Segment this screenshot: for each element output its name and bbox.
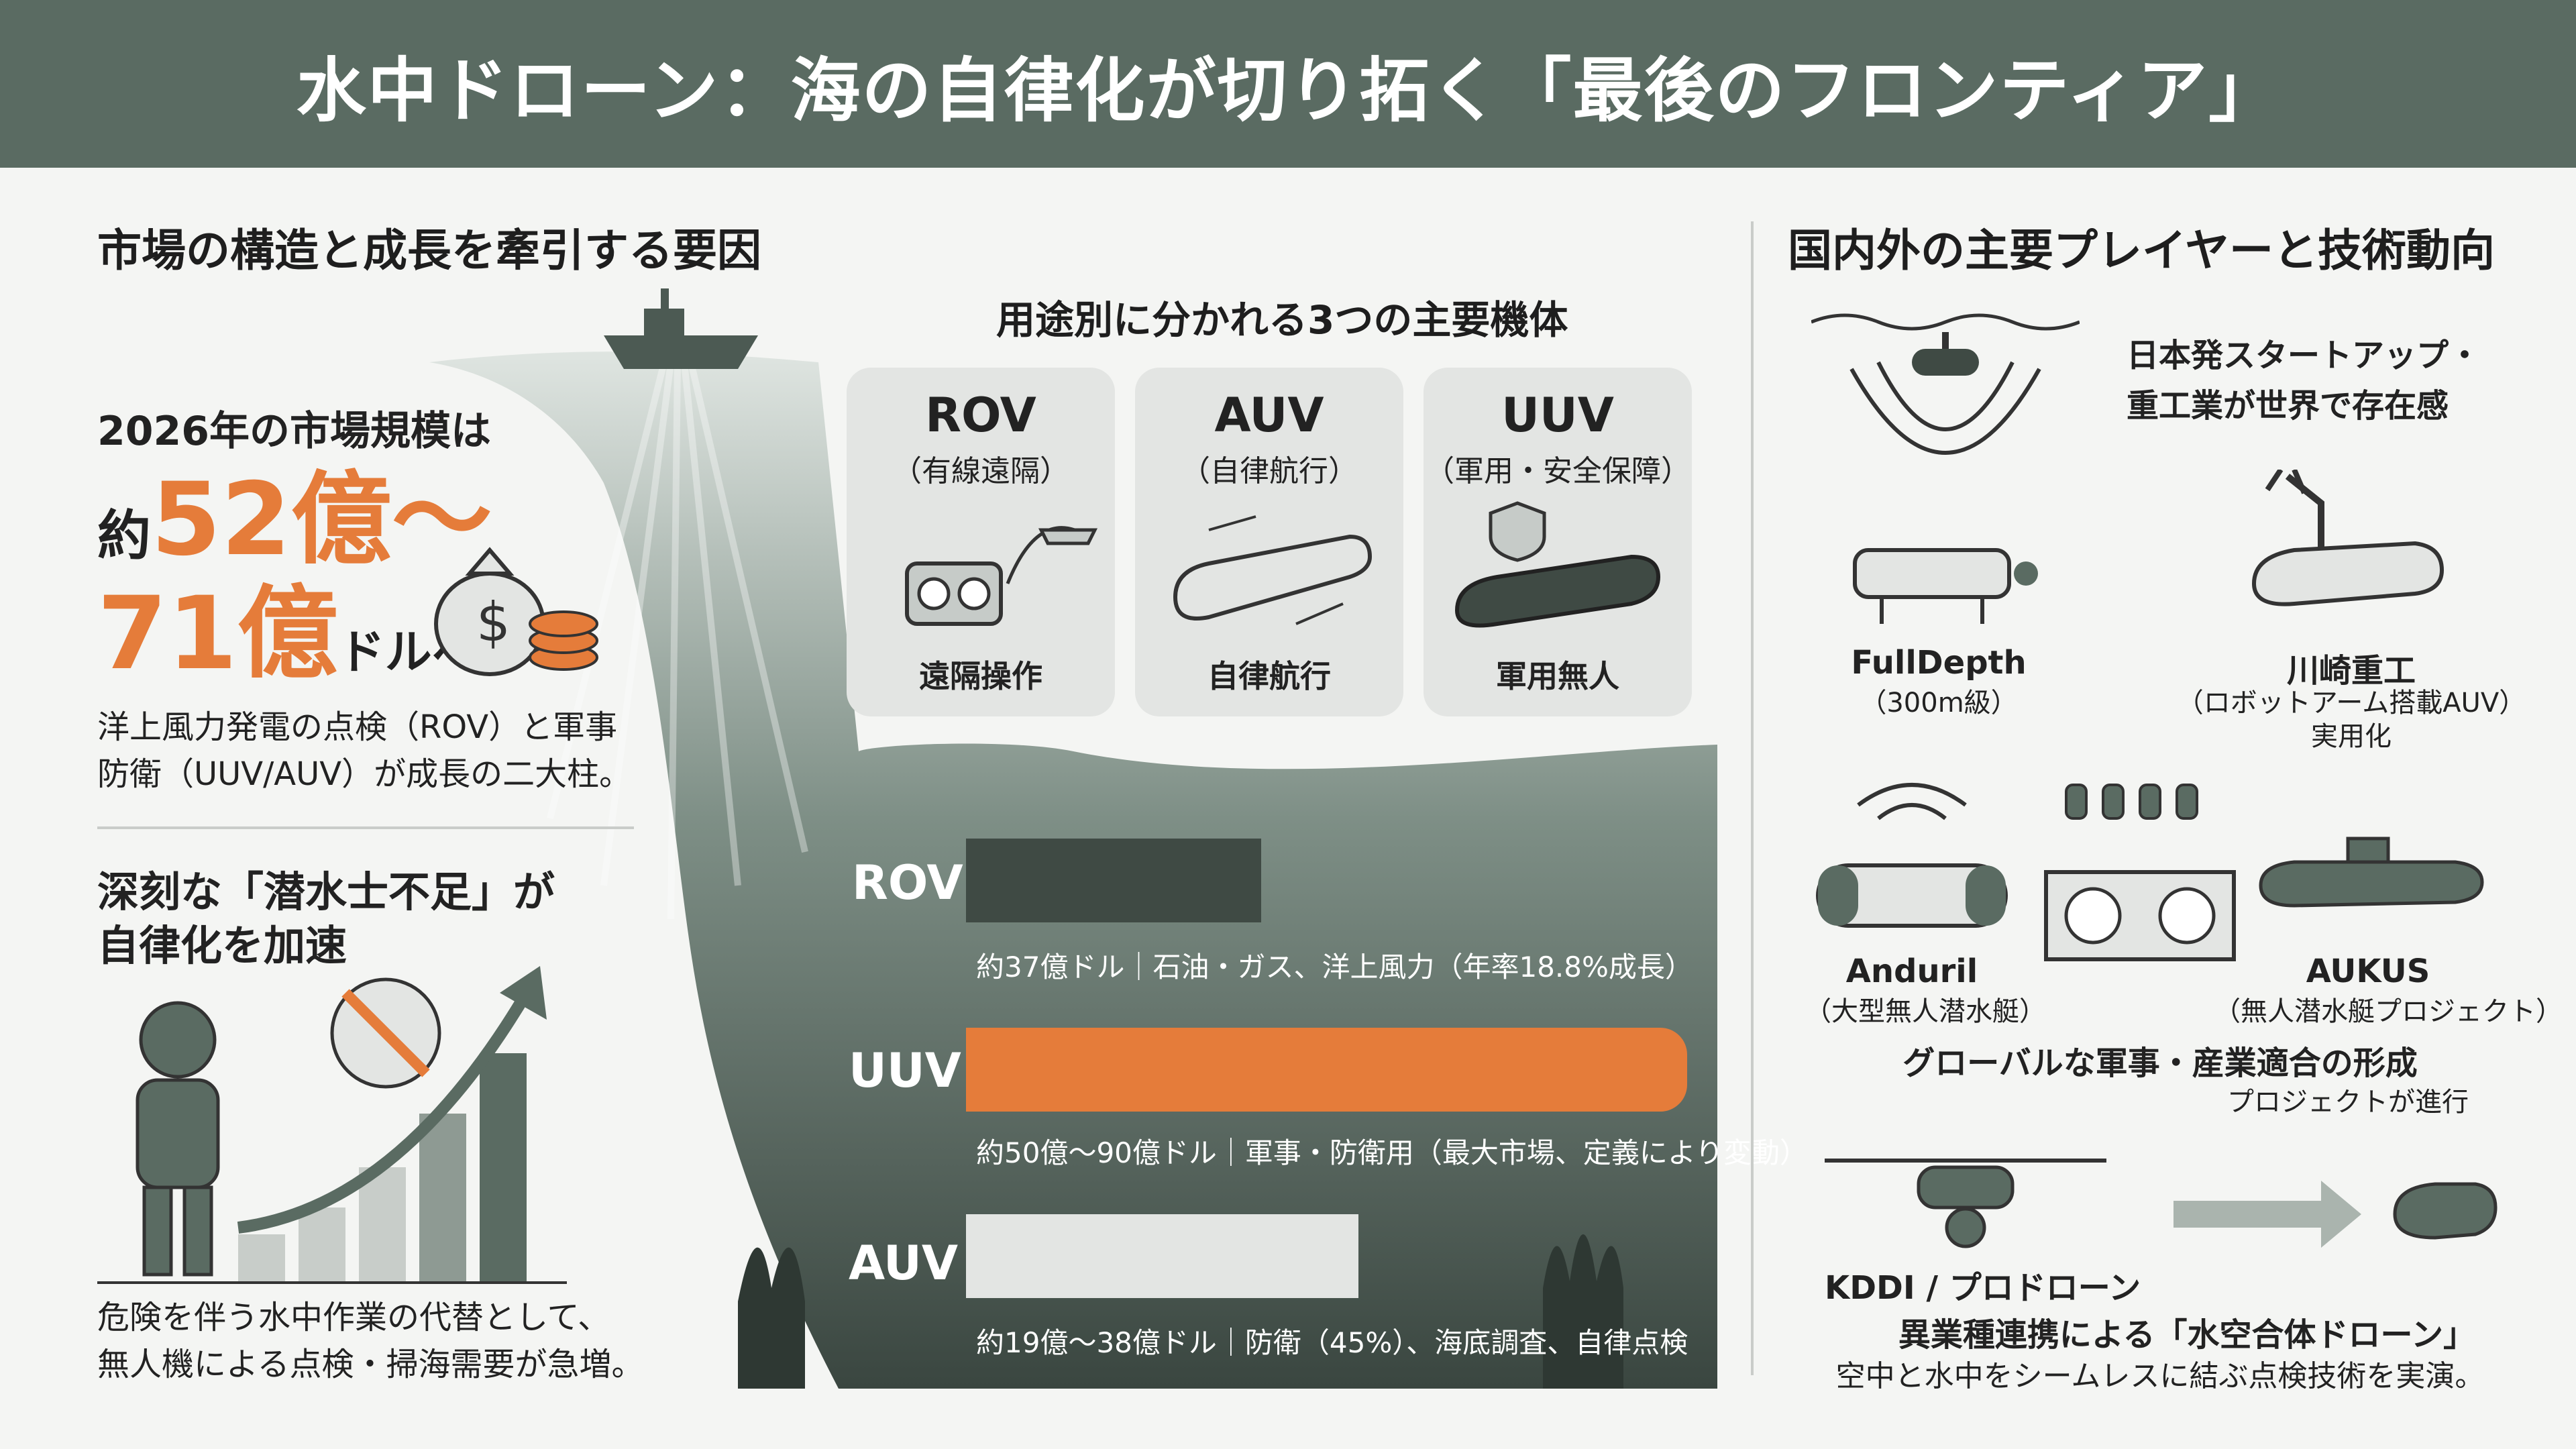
bar-label-rov: ROV <box>852 855 963 910</box>
auv-icon <box>1173 515 1373 625</box>
kawasaki-sub-1: （ロボットアーム搭載AUV） <box>2176 688 2526 718</box>
market-prefix: 約 <box>97 504 151 567</box>
bar-label-auv: AUV <box>849 1236 959 1291</box>
arrow-right-icon <box>2174 1181 2361 1248</box>
fulldepth-name: FullDepth <box>1851 644 2027 682</box>
anduril-sub: （大型無人潜水艇） <box>1805 996 2046 1027</box>
bar-label-uuv: UUV <box>849 1043 961 1098</box>
growth-bars-icon <box>238 1053 527 1281</box>
card-auv-foot: 自律航行 <box>1208 658 1331 694</box>
coral-icon <box>738 1234 1623 1389</box>
fulldepth-sub: （300m級） <box>1860 688 2018 718</box>
shortage-note-1: 危険を伴う水中作業の代替として、 <box>97 1299 610 1336</box>
market-note-2: 防衛（UUV/AUV）が成長の二大柱。 <box>97 755 632 793</box>
column-divider <box>1751 221 1754 1375</box>
shortage-note-2: 無人機による点検・掃海需要が急増。 <box>97 1346 644 1383</box>
card-auv: AUV （自律航行） 自律航行 <box>1135 368 1403 716</box>
light-rays-icon <box>547 361 808 920</box>
sonar-drone-icon <box>1811 313 2080 455</box>
air-water-drone-illustration <box>1825 1159 2498 1248</box>
card-uuv-foot: 軍用無人 <box>1496 658 1619 694</box>
card-auv-sub: （自律航行） <box>1181 454 1358 488</box>
japan-title-1: 日本発スタートアップ・ <box>2127 337 2481 374</box>
anduril-icon <box>1816 783 2008 928</box>
card-rov-title: ROV <box>925 388 1036 443</box>
card-rov-foot: 遠隔操作 <box>919 658 1042 694</box>
underwater-drone-icon <box>2393 1182 2498 1240</box>
card-rov: ROV （有線遠隔） 遠隔操作 <box>847 368 1115 716</box>
money-bag-icon: $ <box>434 547 598 676</box>
aukus-name: AUKUS <box>2306 953 2430 990</box>
kawasaki-auv-icon <box>2251 470 2445 606</box>
aukus-submarine-icon <box>2259 837 2484 908</box>
no-diver-icon <box>330 977 441 1089</box>
global-title-1: グローバルな軍事・産業適合の形成 <box>1902 1044 2418 1082</box>
diver-icon <box>136 1001 220 1277</box>
title-banner: 水中ドローン：海の自律化が切り拓く「最後のフロンティア」 <box>0 0 2576 168</box>
bar-annotation-rov: 約37億ドル｜石油・ガス、洋上風力（年率18.8%成長） <box>976 951 1693 983</box>
aukus-sub: （無人潜水艇プロジェクト） <box>2214 996 2563 1027</box>
left-divider <box>97 826 634 829</box>
market-value-1: 52億〜 <box>151 462 492 578</box>
bar-uuv <box>966 1028 1687 1112</box>
fulldepth-drone-icon <box>1853 548 2038 624</box>
market-note-1: 洋上風力発電の点検（ROV）と軍事 <box>97 708 618 746</box>
bar-annotation-uuv: 約50億〜90億ドル｜軍事・防衛用（最大市場、定義により変動） <box>976 1136 1809 1169</box>
kddi-title: 異業種連携による「水空合体ドローン」 <box>1898 1316 2476 1354</box>
global-title-2: プロジェクトが進行 <box>2227 1087 2469 1118</box>
bar-rov <box>966 839 1261 922</box>
shortage-title-1: 深刻な「潜水士不足」が <box>97 867 555 916</box>
anduril-name: Anduril <box>1845 953 1978 990</box>
card-rov-sub: （有線遠隔） <box>892 454 1069 488</box>
bar-annotation-auv: 約19億〜38億ドル｜防衛（45%）、海底調査、自律点検 <box>976 1326 1688 1359</box>
kawasaki-sub-2: 実用化 <box>2311 721 2392 752</box>
diver-growth-illustration <box>97 966 567 1284</box>
card-uuv-title: UUV <box>1501 388 1614 443</box>
svg-text:$: $ <box>476 591 511 653</box>
rov-icon <box>905 526 1098 626</box>
left-heading: 市場の構造と成長を牽引する要因 <box>97 225 761 276</box>
ship-icon <box>604 288 758 369</box>
japan-title-2: 重工業が世界で存在感 <box>2127 387 2449 425</box>
market-size-line2: 71億ドルへ <box>97 584 479 684</box>
card-uuv-sub: （軍用・安全保障） <box>1425 454 1690 488</box>
kddi-sub: 空中と水中をシームレスに結ぶ点検技術を実演。 <box>1835 1359 2485 1393</box>
kddi-name: KDDI / プロドローン <box>1825 1269 2141 1307</box>
card-uuv: UUV （軍用・安全保障） 軍用無人 <box>1424 368 1692 716</box>
aukus-equipment-icon <box>2044 784 2236 961</box>
page-title: 水中ドローン：海の自律化が切り拓く「最後のフロンティア」 <box>296 49 2280 131</box>
right-heading: 国内外の主要プレイヤーと技術動向 <box>1788 225 2496 276</box>
card-auv-title: AUV <box>1214 388 1324 443</box>
shortage-title-2: 自律化を加速 <box>97 921 347 970</box>
kawasaki-name: 川崎重工 <box>2286 652 2416 690</box>
bar-auv <box>966 1214 1358 1298</box>
uuv-icon <box>1454 501 1661 628</box>
aerial-drone-icon <box>1825 1159 2106 1248</box>
center-heading: 用途別に分かれる3つの主要機体 <box>996 297 1568 343</box>
market-value-2: 71億 <box>97 576 338 692</box>
market-intro: 2026年の市場規模は <box>97 408 491 455</box>
market-size-line1: 約52億〜 <box>97 470 492 570</box>
